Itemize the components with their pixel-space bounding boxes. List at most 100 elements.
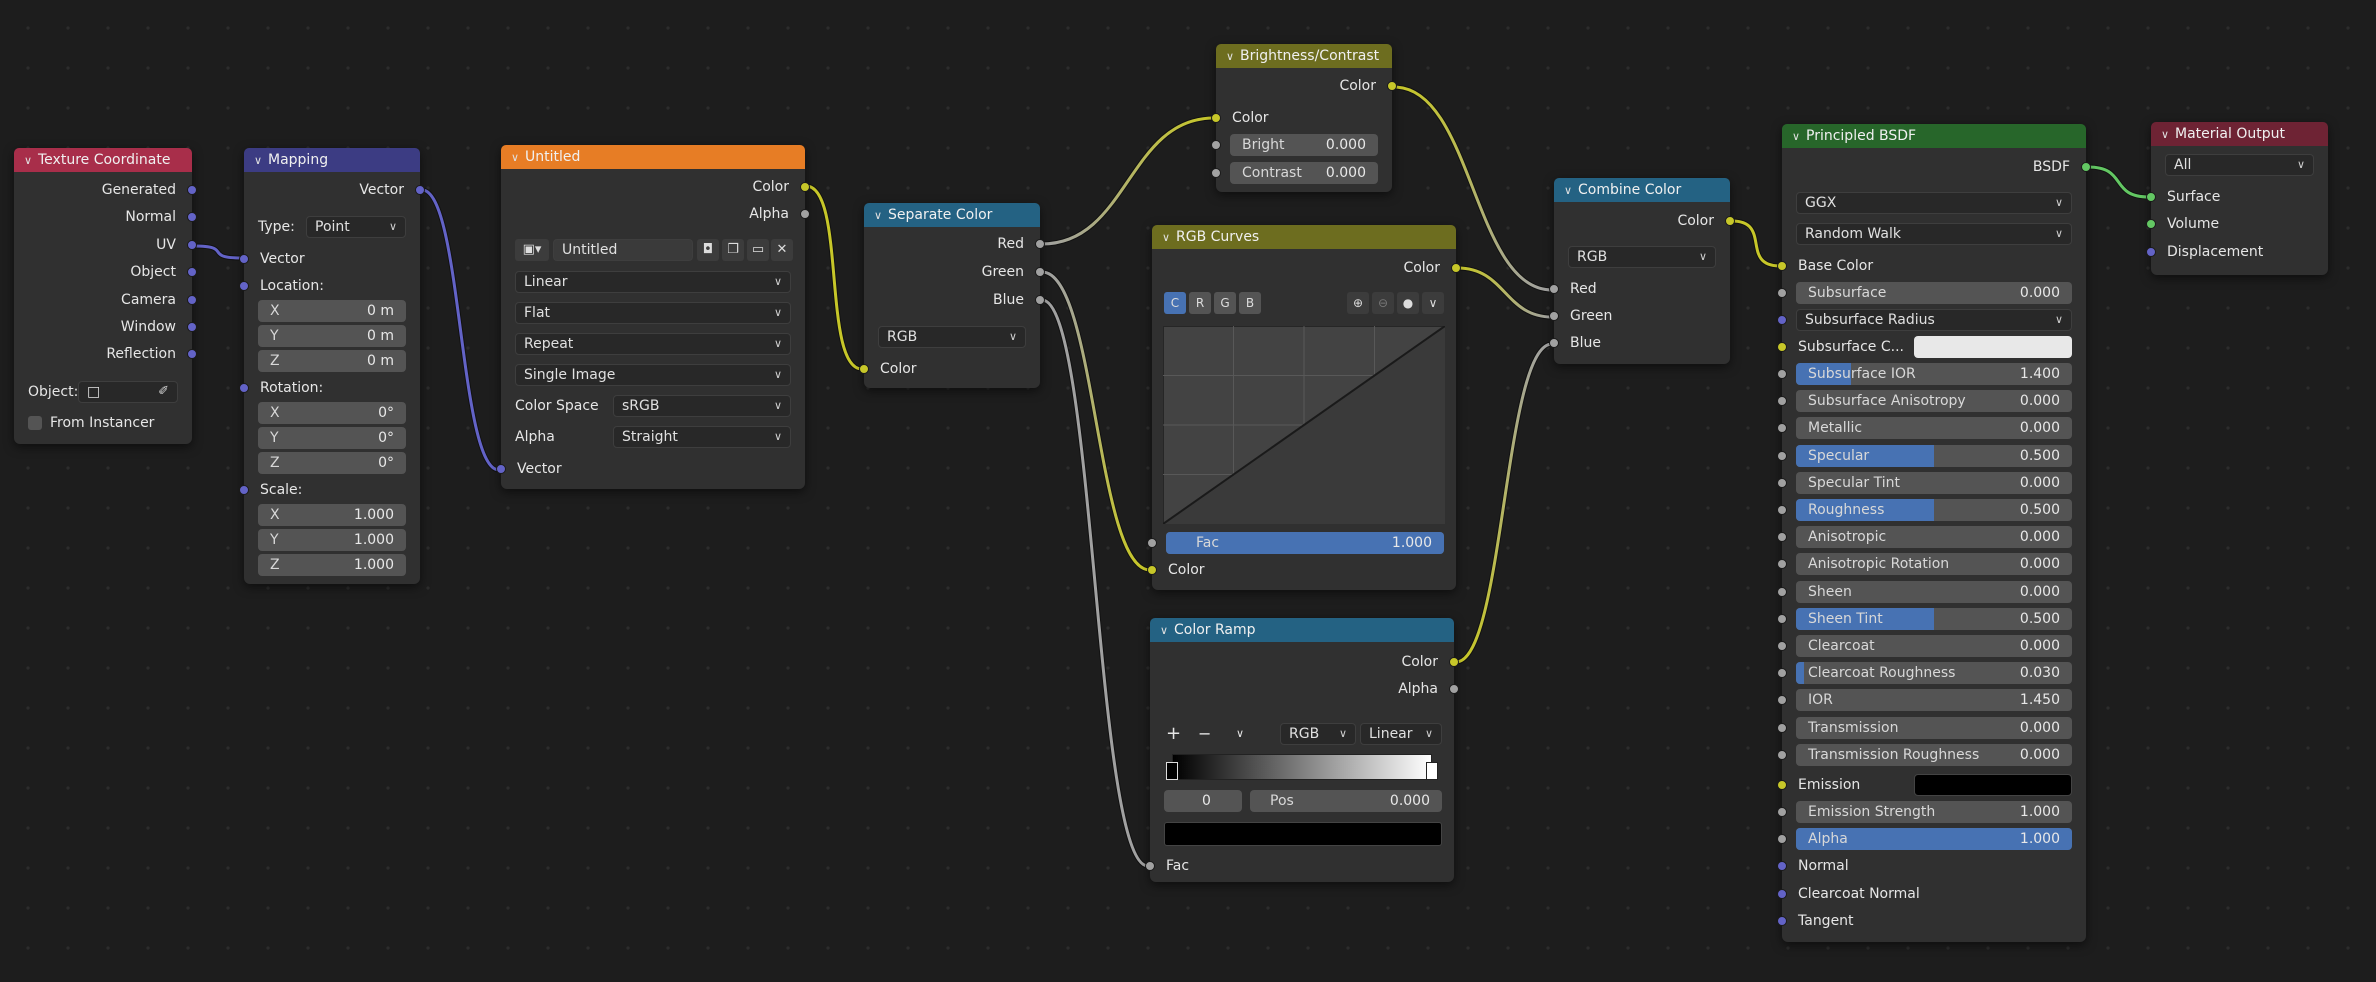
param-input-socket[interactable] (1777, 369, 1787, 379)
color-mode-dropdown[interactable]: RGB∨ (1280, 723, 1356, 745)
texture-coordinate-header[interactable]: ∨Texture Coordinate (14, 148, 192, 172)
collapse-chevron-icon[interactable]: ∨ (2161, 128, 2170, 141)
mapping-node[interactable]: ∨Mapping Vector Type: Point∨ Vector Loca… (239, 148, 425, 584)
texture-coordinate-node[interactable]: ∨Texture Coordinate Generated Normal UV … (14, 148, 197, 444)
param-input-socket[interactable] (1777, 641, 1787, 651)
collapse-chevron-icon[interactable]: ∨ (1160, 624, 1169, 637)
param-input-socket[interactable] (1777, 505, 1787, 515)
vector-input-socket[interactable] (239, 254, 249, 264)
add-stop-button[interactable]: + (1166, 723, 1182, 744)
subsurface-color-input-socket[interactable] (1777, 342, 1787, 352)
material-output-node[interactable]: ∨Material Output All∨ Surface Volume Dis… (2146, 122, 2328, 275)
image-texture-header[interactable]: ∨Untitled (501, 145, 805, 169)
principled-bsdf-node[interactable]: ∨Principled BSDF BSDF GGX∨ Random Walk∨ … (1777, 124, 2091, 942)
render-target-dropdown[interactable]: All∨ (2165, 154, 2314, 176)
param-input-socket[interactable] (1777, 834, 1787, 845)
green-input-socket[interactable] (1549, 311, 1559, 321)
combine-color-node[interactable]: ∨Combine Color Color RGB∨ Red Green Blue (1549, 178, 1735, 364)
color-input-socket[interactable] (859, 364, 869, 374)
emission-color-swatch[interactable] (1914, 774, 2072, 796)
surface-input-socket[interactable] (2146, 192, 2156, 202)
tab-curve-c[interactable]: C (1164, 292, 1186, 314)
new-image-icon[interactable]: ❐ (722, 239, 744, 261)
generated-socket[interactable] (187, 185, 197, 195)
normal-socket[interactable] (187, 212, 197, 222)
param-input-socket[interactable] (1777, 586, 1787, 597)
extension-dropdown[interactable]: Repeat∨ (515, 333, 791, 355)
principled-bsdf-header[interactable]: ∨Principled BSDF (1782, 124, 2086, 148)
type-dropdown[interactable]: Point∨ (306, 216, 406, 238)
vector-output-socket[interactable] (415, 185, 425, 195)
bsdf-output-socket[interactable] (2081, 162, 2091, 172)
volume-input-socket[interactable] (2146, 219, 2156, 229)
param-input-socket[interactable] (1777, 396, 1787, 407)
distribution-dropdown[interactable]: GGX∨ (1796, 192, 2072, 214)
collapse-chevron-icon[interactable]: ∨ (1162, 231, 1171, 244)
blue-output-socket[interactable] (1035, 295, 1045, 305)
mode-dropdown[interactable]: RGB∨ (1568, 246, 1716, 268)
separate-color-header[interactable]: ∨Separate Color (864, 203, 1040, 227)
curve-editor[interactable] (1163, 326, 1445, 524)
param-input-socket[interactable] (1777, 749, 1787, 760)
color-ramp-gradient[interactable] (1172, 754, 1432, 780)
color-ramp-node[interactable]: ∨Color Ramp Color Alpha + − ∨ RGB∨ Linea… (1145, 618, 1459, 882)
material-output-header[interactable]: ∨Material Output (2151, 122, 2328, 146)
image-browse-icon[interactable]: ▣▾ (515, 239, 549, 261)
scale-input-socket[interactable] (239, 485, 249, 495)
ramp-stop-black-handle[interactable] (1166, 762, 1178, 780)
param-input-socket[interactable] (1777, 613, 1787, 624)
subsurface-radius-input-socket[interactable] (1777, 315, 1787, 325)
reflection-socket[interactable] (187, 349, 197, 359)
color-ramp-header[interactable]: ∨Color Ramp (1150, 618, 1454, 642)
tab-curve-g[interactable]: G (1214, 292, 1236, 314)
node-link[interactable] (193, 244, 243, 260)
zoom-out-icon[interactable]: ⊖ (1372, 292, 1394, 314)
interpolation-dropdown[interactable]: Linear∨ (515, 271, 791, 293)
collapse-chevron-icon[interactable]: ∨ (1564, 184, 1573, 197)
color-input-socket[interactable] (1147, 565, 1157, 575)
curve-tools-chevron-icon[interactable]: ∨ (1422, 292, 1444, 314)
red-output-socket[interactable] (1035, 239, 1045, 249)
object-socket[interactable] (187, 267, 197, 277)
alpha-output-socket[interactable] (800, 209, 810, 219)
param-input-socket[interactable] (1777, 807, 1787, 817)
subsurface-input-socket[interactable] (1777, 288, 1787, 298)
param-input-socket[interactable] (1777, 559, 1787, 570)
stop-index-field[interactable]: 0 (1164, 790, 1242, 812)
image-texture-node[interactable]: ∨Untitled Color Alpha ▣▾ Untitled ◘ ❐ ▭ … (496, 145, 810, 489)
displacement-input-socket[interactable] (2146, 247, 2156, 257)
base-color-input-socket[interactable] (1777, 261, 1787, 271)
node-link[interactable] (805, 184, 863, 371)
object-picker-field[interactable]: □ ✐ (78, 381, 178, 403)
fac-input-socket[interactable] (1145, 861, 1155, 871)
combine-color-header[interactable]: ∨Combine Color (1554, 178, 1730, 202)
mapping-header[interactable]: ∨Mapping (244, 148, 420, 172)
from-instancer-checkbox[interactable] (28, 416, 42, 430)
ramp-menu-chevron-icon[interactable]: ∨ (1236, 727, 1245, 740)
ramp-stop-white-handle[interactable] (1426, 762, 1438, 780)
node-link[interactable] (421, 188, 500, 472)
tangent-input-socket[interactable] (1777, 916, 1787, 926)
tab-curve-r[interactable]: R (1189, 292, 1211, 314)
collapse-chevron-icon[interactable]: ∨ (1226, 50, 1235, 63)
eyedropper-icon[interactable]: ✐ (158, 384, 169, 399)
fac-input-socket[interactable] (1147, 538, 1157, 548)
fake-user-shield-icon[interactable]: ◘ (697, 239, 719, 261)
color-output-socket[interactable] (800, 182, 810, 192)
